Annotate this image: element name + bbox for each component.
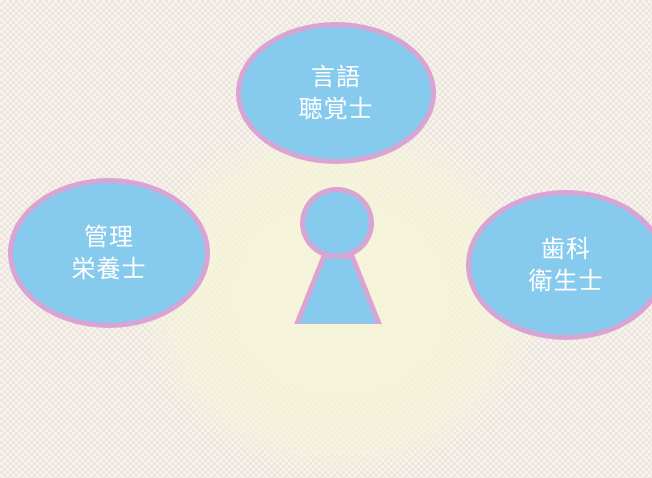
role-speech-therapist: 言語 聴覚士	[236, 22, 436, 164]
role-dental-hygienist: 歯科 衛生士	[466, 190, 652, 340]
role-label-line1: 歯科	[541, 235, 591, 263]
role-label-line2: 衛生士	[528, 267, 604, 295]
role-dietitian: 管理 栄養士	[8, 178, 210, 328]
role-label-line1: 管理	[84, 223, 134, 251]
person-body	[294, 253, 382, 324]
role-label-line2: 栄養士	[71, 255, 147, 283]
role-label-line2: 聴覚士	[298, 95, 374, 123]
role-label-line1: 言語	[311, 63, 361, 91]
person-head	[300, 187, 374, 259]
